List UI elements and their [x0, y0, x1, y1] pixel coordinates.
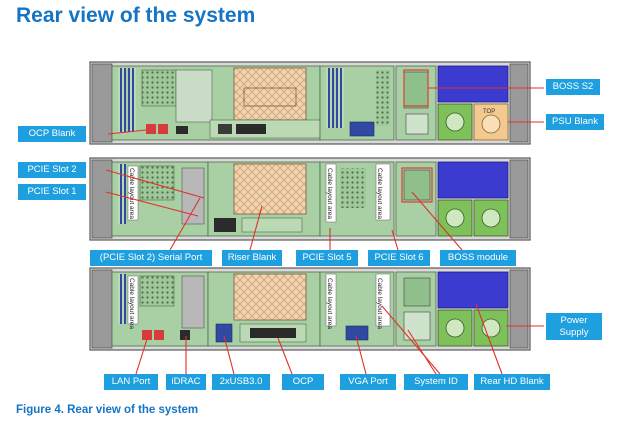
- label-boss-s2: BOSS S2: [546, 79, 600, 95]
- figure-caption: Figure 4. Rear view of the system: [16, 404, 199, 416]
- chassis-middle: Cable layout area Cable layout area Cabl…: [89, 157, 531, 241]
- label-ocp: OCP: [282, 374, 324, 390]
- page-title: Rear view of the system: [16, 4, 256, 27]
- label-ocp-blank: OCP Blank: [18, 126, 86, 142]
- label-serial-port: (PCIE Slot 2) Serial Port: [90, 250, 212, 266]
- chassis-top: TOP: [89, 61, 531, 145]
- cable-layout-text-2: Cable layout area: [326, 168, 333, 219]
- label-pcie-slot-6: PCIE Slot 6: [368, 250, 430, 266]
- label-vga-port: VGA Port: [340, 374, 396, 390]
- label-usb: 2xUSB3.0: [212, 374, 270, 390]
- label-pcie-slot-5: PCIE Slot 5: [296, 250, 358, 266]
- cable-layout-text-1: Cable layout area: [128, 168, 135, 219]
- cable-layout-text-5: Cable layout area: [326, 278, 333, 329]
- label-power-supply: Power Supply: [546, 313, 602, 340]
- label-pcie-slot-2: PCIE Slot 2: [18, 162, 86, 178]
- label-lan-port: LAN Port: [104, 374, 158, 390]
- cable-layout-text-4: Cable layout area: [128, 278, 135, 329]
- cable-layout-text-3: Cable layout area: [376, 168, 383, 219]
- label-system-id: System ID: [404, 374, 468, 390]
- label-pcie-slot-1: PCIE Slot 1: [18, 184, 86, 200]
- psu-top-text: TOP: [483, 109, 495, 115]
- label-rear-hd-blank: Rear HD Blank: [474, 374, 550, 390]
- label-psu-blank: PSU Blank: [546, 114, 604, 130]
- label-boss-module: BOSS module: [440, 250, 516, 266]
- cable-layout-text-6: Cable layout area: [376, 278, 383, 329]
- leader-lines: [105, 69, 544, 375]
- label-riser-blank: Riser Blank: [222, 250, 282, 266]
- chassis-bottom: Cable layout area Cable layout area Cabl…: [89, 267, 531, 351]
- label-idrac: iDRAC: [166, 374, 206, 390]
